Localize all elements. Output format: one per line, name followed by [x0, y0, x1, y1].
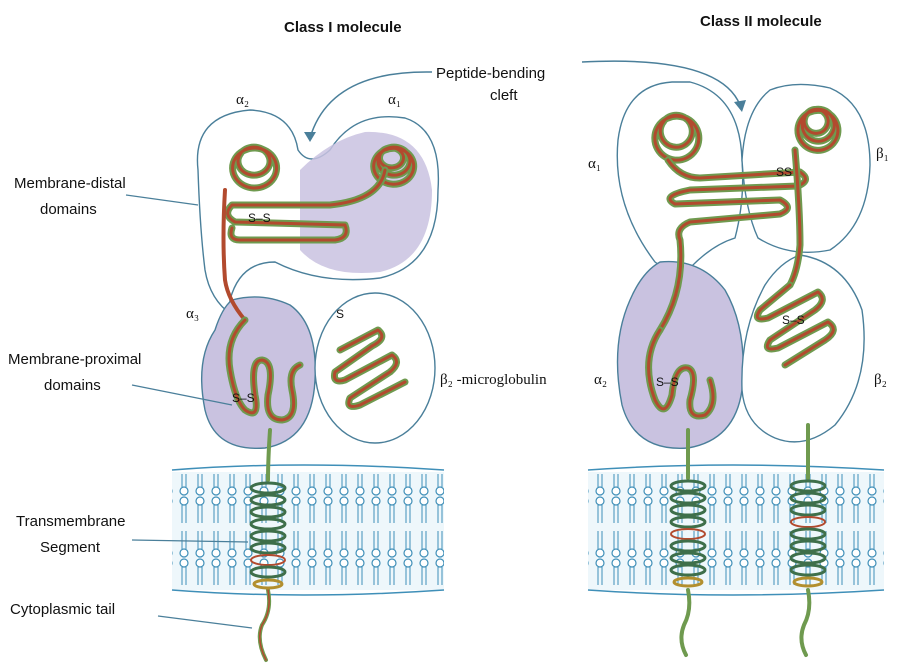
class1-alpha2-disulfide: S–S: [248, 211, 271, 225]
class1-alpha2-label: α₂: [236, 92, 249, 108]
class2-beta1-disulfide: SS: [776, 165, 792, 179]
transmembrane-label-line2: Segment: [40, 539, 101, 556]
class1-alpha3-disulfide: S–S: [232, 391, 255, 405]
class2-beta1-label: β₁: [876, 146, 889, 162]
class2-alpha2-label: α₂: [594, 372, 607, 388]
b2m-label: β₂ -microglobulin: [440, 372, 547, 388]
distal-label-line2: domains: [40, 201, 97, 218]
class2-title: Class II molecule: [700, 13, 822, 30]
membrane-class2: [588, 465, 884, 595]
proximal-label-line1: Membrane-proximal: [8, 351, 141, 368]
membrane-class1: [172, 465, 444, 595]
class2-alpha2-disulfide: S–S: [656, 375, 679, 389]
proximal-label-line2: domains: [44, 377, 101, 394]
cleft-label-line2: cleft: [490, 87, 518, 104]
class2-beta2-disulfide: S–S: [782, 313, 805, 327]
class2-alpha1-label: α₁: [588, 156, 601, 172]
class1-alpha3-domain: [202, 297, 316, 448]
class2-beta2-domain: [742, 255, 864, 442]
cytoplasmic-tail-label: Cytoplasmic tail: [10, 601, 115, 618]
class1-alpha3-label: α₃: [186, 306, 199, 322]
class2-beta2-label: β₂: [874, 372, 887, 388]
class1-b2m-s-label: S: [336, 307, 344, 321]
distal-label-line1: Membrane-distal: [14, 175, 126, 192]
transmembrane-label-line1: Transmembrane: [16, 513, 125, 530]
cleft-label-line1: Peptide-bending: [436, 65, 545, 82]
class1-title: Class I molecule: [284, 19, 402, 36]
class1-alpha1-label: α₁: [388, 92, 401, 108]
